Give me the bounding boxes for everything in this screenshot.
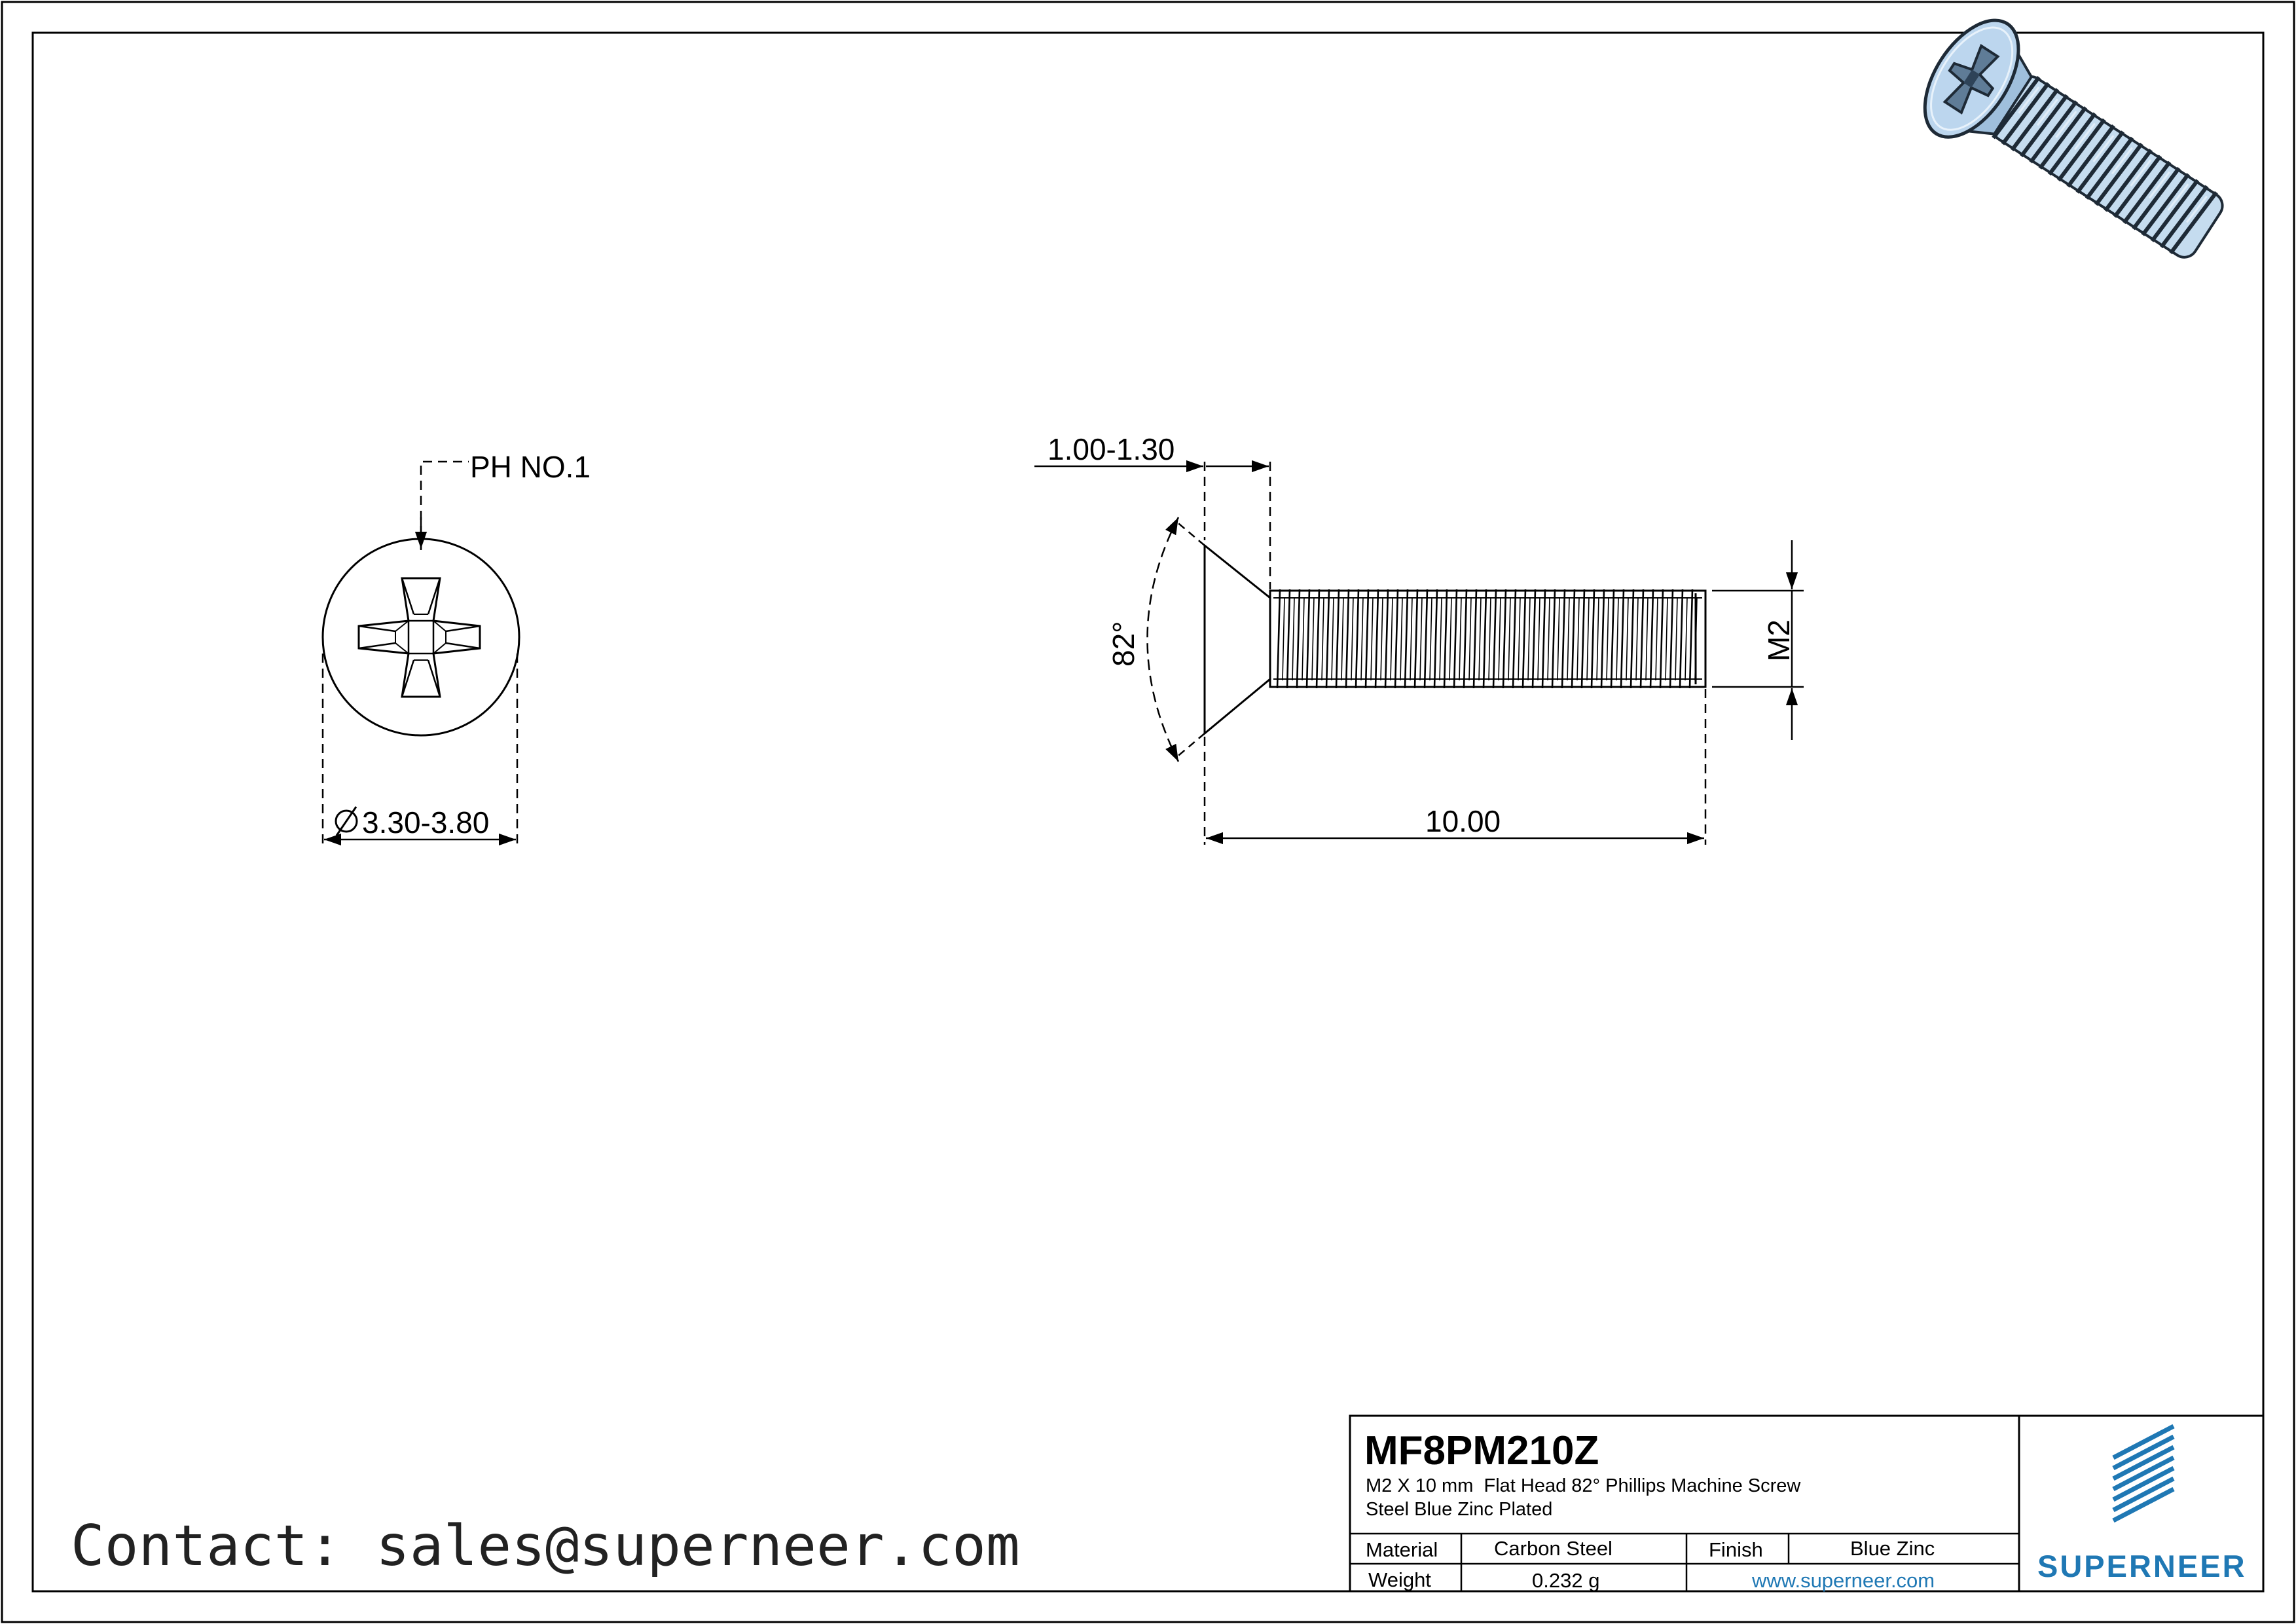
thread-lines — [1276, 589, 1698, 689]
head-diameter-value: 3.30-3.80 — [362, 805, 489, 840]
thread-size-dimension: M2 — [1712, 540, 1804, 740]
head-top-view — [321, 538, 520, 737]
countersink-angle-dimension: 82° — [1106, 517, 1205, 762]
title-block: MF8PM210Z M2 X 10 mm Flat Head 82° Phill… — [1349, 1414, 2265, 1593]
head-diameter-dimension: 3.30-3.80 — [321, 654, 519, 846]
diameter-symbol-icon — [335, 806, 358, 836]
length-value: 10.00 — [1425, 804, 1501, 838]
drive-type-callout: PH NO.1 — [414, 450, 591, 550]
weight-label: Weight — [1368, 1568, 1431, 1591]
contact-text: Contact: sales@superneer.com — [71, 1513, 1020, 1579]
material-value: Carbon Steel — [1494, 1537, 1613, 1560]
drive-type-label: PH NO.1 — [470, 450, 591, 484]
weight-value: 0.232 g — [1532, 1569, 1599, 1592]
part-number: MF8PM210Z — [1364, 1428, 1599, 1473]
superneer-stripes-logo-icon — [2112, 1424, 2175, 1523]
finish-value: Blue Zinc — [1850, 1537, 1935, 1560]
screw-isometric-render — [1923, 18, 2224, 259]
description-line-1: M2 X 10 mm Flat Head 82° Phillips Machin… — [1366, 1475, 1801, 1496]
description-line-2: Steel Blue Zinc Plated — [1366, 1499, 1552, 1520]
angle-value: 82° — [1106, 621, 1140, 667]
thread-size-value: M2 — [1762, 619, 1796, 661]
inner-border — [31, 31, 2265, 1593]
head-height-dimension: 1.00-1.30 — [1034, 432, 1271, 589]
screw-side-view — [1203, 543, 1707, 736]
phillips-recess-outline — [357, 577, 481, 698]
brand-wordmark: SUPERNEER — [2037, 1549, 2247, 1583]
material-label: Material — [1366, 1538, 1438, 1561]
website-link[interactable]: www.superneer.com — [1751, 1569, 1935, 1592]
length-dimension: 10.00 — [1203, 689, 1707, 845]
finish-label: Finish — [1709, 1538, 1763, 1561]
head-height-value: 1.00-1.30 — [1048, 432, 1175, 466]
